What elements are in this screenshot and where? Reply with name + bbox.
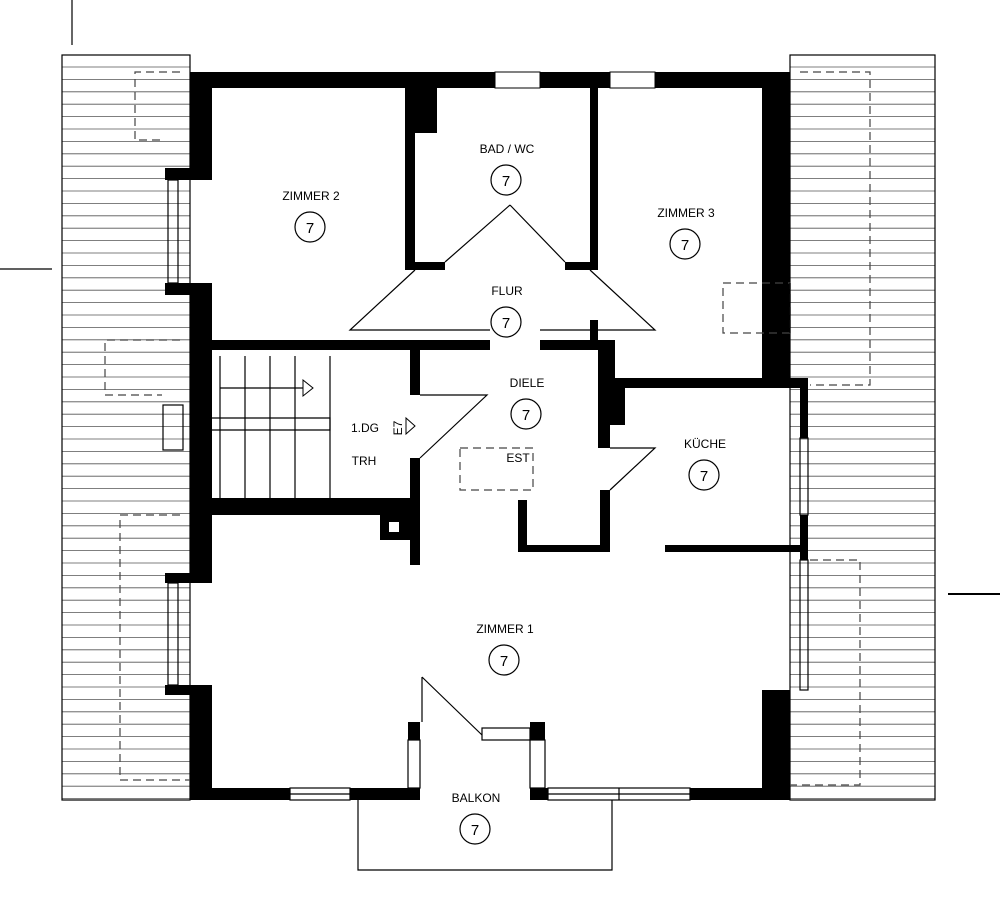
room-number-circle — [490, 164, 522, 196]
room-number: 7 — [471, 822, 479, 839]
staircase — [195, 356, 416, 498]
room-number: 7 — [306, 220, 314, 237]
roof-right — [790, 66, 935, 799]
windows — [162, 71, 809, 871]
stair-arrow-icon — [405, 416, 416, 436]
dormer-outlines — [104, 71, 871, 786]
room-label: ZIMMER 1 — [476, 622, 534, 636]
room-number: 7 — [522, 407, 530, 424]
room-number-circle — [669, 228, 701, 260]
room-kueche: KÜCHE 7 — [684, 437, 726, 491]
room-label: BALKON — [452, 791, 501, 805]
room-label: ZIMMER 2 — [282, 189, 340, 203]
room-number: 7 — [681, 237, 689, 254]
room-number-circle — [488, 644, 520, 676]
room-number: 7 — [502, 315, 510, 332]
room-zimmer2: ZIMMER 2 7 — [282, 189, 340, 243]
room-label: FLUR — [491, 284, 523, 298]
room-bad: BAD / WC 7 — [480, 142, 535, 196]
room-number: 7 — [500, 653, 508, 670]
walls — [165, 72, 808, 800]
room-label: BAD / WC — [480, 142, 535, 156]
room-zimmer1: ZIMMER 1 7 — [476, 622, 534, 676]
est-box — [459, 447, 534, 491]
room-number: 7 — [700, 468, 708, 485]
stair-trh: TRH — [352, 454, 377, 468]
stair-code: E7 — [391, 420, 405, 435]
door-swings — [348, 204, 657, 736]
room-diele: DIELE 7 — [510, 376, 545, 430]
room-number-circle — [490, 306, 522, 338]
stair-level: 1.DG — [351, 421, 379, 435]
room-label: DIELE — [510, 376, 545, 390]
room-number-circle — [294, 211, 326, 243]
room-label: ZIMMER 3 — [657, 206, 715, 220]
room-zimmer3: ZIMMER 3 7 — [657, 206, 715, 260]
room-number-circle — [510, 398, 542, 430]
room-balkon: BALKON 7 — [452, 791, 501, 845]
room-number: 7 — [502, 173, 510, 190]
room-number-circle — [459, 813, 491, 845]
room-flur: FLUR 7 — [490, 284, 523, 338]
room-number-circle — [688, 459, 720, 491]
roof-left — [62, 66, 190, 799]
room-label: KÜCHE — [684, 437, 726, 451]
est-label: EST — [506, 451, 530, 465]
